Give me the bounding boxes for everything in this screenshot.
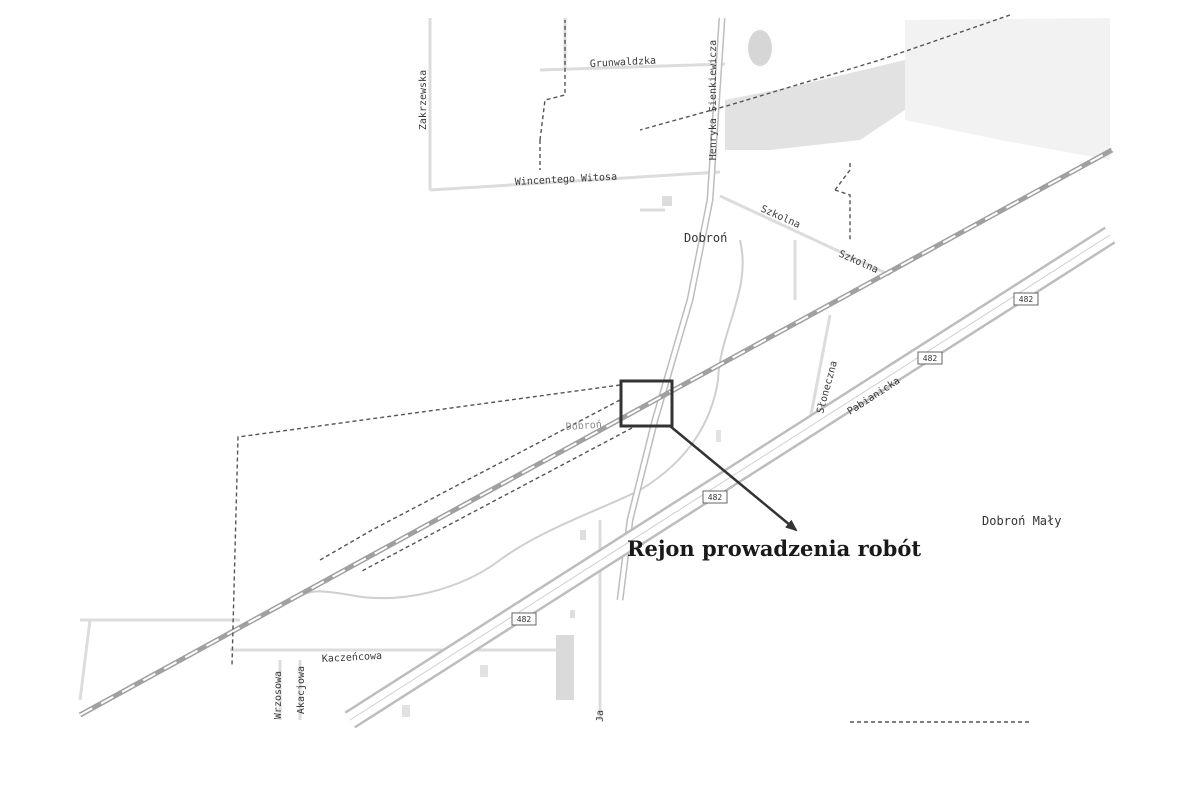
street-label-sienkiewicza: Henryka Sienkiewicza xyxy=(708,40,719,160)
road-482 xyxy=(344,226,1116,729)
svg-text:482: 482 xyxy=(517,615,532,624)
street-label-witosa: Wincentego Witosa xyxy=(515,172,618,188)
building xyxy=(716,430,721,442)
street-label-wrzosowa: Wrzosowa xyxy=(273,671,284,719)
building xyxy=(662,196,672,206)
annotation-arrow xyxy=(669,425,798,532)
building xyxy=(556,635,574,700)
green-area-northeast xyxy=(725,60,905,150)
building xyxy=(402,705,410,717)
route-shield: 482 xyxy=(917,351,943,365)
street-label-szkolna: Szkolna xyxy=(837,249,880,276)
work-area-annotation: Rejon prowadzenia robót xyxy=(619,379,921,561)
work-area-marker-box[interactable] xyxy=(619,379,674,428)
svg-text:482: 482 xyxy=(923,354,938,363)
administrative-boundary xyxy=(231,14,1030,723)
place-label-dobron-maly: Dobroń Mały xyxy=(982,514,1061,528)
building xyxy=(480,665,488,677)
street-label-akacjowa: Akacjowa xyxy=(296,666,307,714)
place-label-dobron: Dobroń xyxy=(684,231,727,245)
street-label-bottom: Ja xyxy=(595,710,606,722)
svg-text:482: 482 xyxy=(1019,295,1034,304)
route-shield: 482 xyxy=(1013,292,1039,306)
street-label-grunwaldzka: Grunwaldzka xyxy=(590,56,657,70)
pond xyxy=(748,30,772,66)
street-label-kaczencowa: Kaczeńcowa xyxy=(322,650,383,665)
place-label-dobron-station: Dobroń xyxy=(565,419,602,433)
forest-area-east xyxy=(905,18,1110,160)
land-areas xyxy=(402,18,1110,717)
annotation-label: Rejon prowadzenia robót xyxy=(627,536,921,561)
svg-text:482: 482 xyxy=(708,493,723,502)
route-shield: 482 xyxy=(511,612,537,626)
street-label-zakrzewska: Zakrzewska xyxy=(418,70,429,130)
railway xyxy=(78,147,1114,718)
stream xyxy=(299,239,744,600)
building xyxy=(580,530,586,540)
building xyxy=(570,610,575,618)
route-shield: 482 xyxy=(702,490,728,504)
